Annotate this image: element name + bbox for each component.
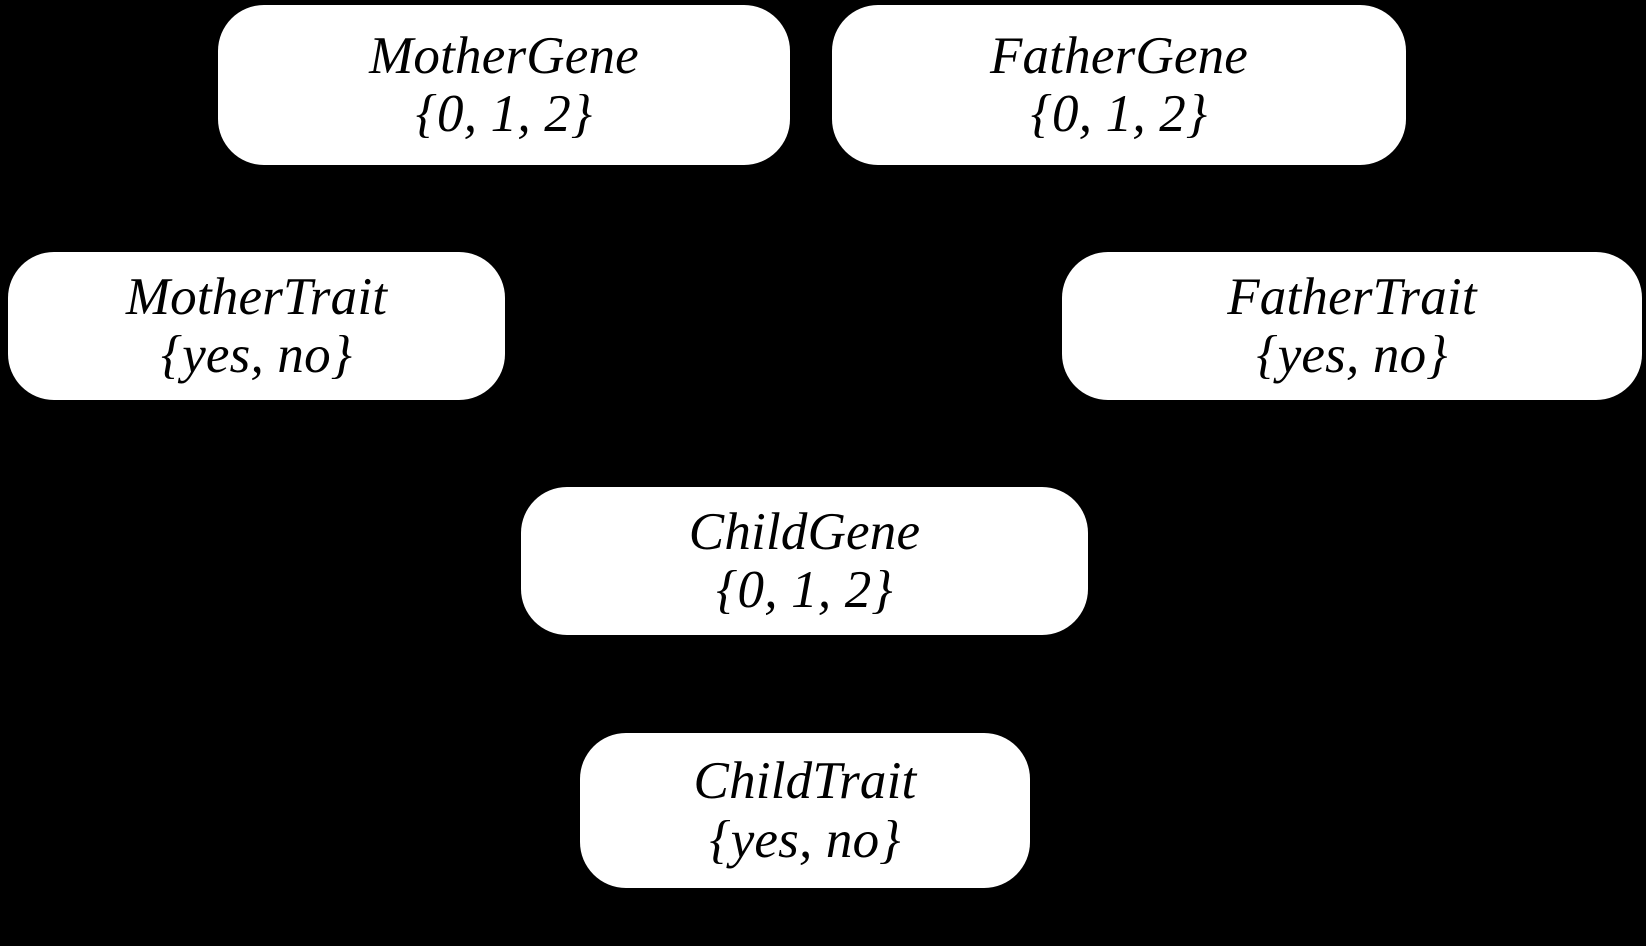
node-child-gene-title: ChildGene [688, 502, 921, 561]
node-mother-gene-title: MotherGene [369, 26, 639, 85]
node-father-gene-domain: {0, 1, 2} [1030, 85, 1208, 143]
node-father-trait[interactable]: FatherTrait {yes, no} [1062, 252, 1642, 400]
node-child-trait-title: ChildTrait [693, 752, 917, 811]
node-child-trait[interactable]: ChildTrait {yes, no} [580, 733, 1030, 888]
node-mother-gene[interactable]: MotherGene {0, 1, 2} [218, 5, 790, 165]
node-child-gene-domain: {0, 1, 2} [716, 561, 893, 619]
node-mother-trait[interactable]: MotherTrait {yes, no} [8, 252, 505, 400]
node-child-gene[interactable]: ChildGene {0, 1, 2} [521, 487, 1088, 635]
node-mother-trait-title: MotherTrait [125, 267, 388, 326]
node-father-trait-domain: {yes, no} [1256, 326, 1448, 384]
node-father-gene-title: FatherGene [989, 26, 1249, 85]
node-mother-trait-domain: {yes, no} [160, 326, 353, 384]
node-father-gene[interactable]: FatherGene {0, 1, 2} [832, 5, 1406, 165]
node-mother-gene-domain: {0, 1, 2} [415, 85, 593, 143]
node-father-trait-title: FatherTrait [1227, 267, 1477, 326]
node-child-trait-domain: {yes, no} [709, 810, 901, 869]
